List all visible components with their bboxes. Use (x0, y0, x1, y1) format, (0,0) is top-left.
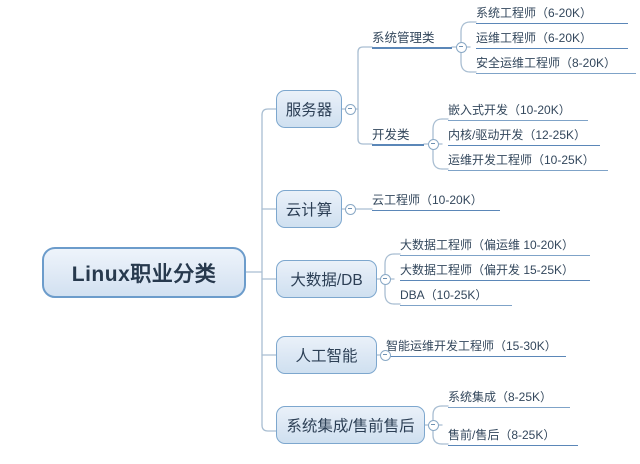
leaf-node[interactable]: 运维开发工程师（10-25K） (448, 152, 608, 171)
leaf-label: 运维开发工程师（10-25K） (448, 153, 595, 168)
leaf-node[interactable]: 内核/驱动开发（12-25K） (448, 127, 600, 146)
leaf-node[interactable]: 智能运维开发工程师（15-30K） (386, 338, 566, 357)
leaf-node[interactable]: 大数据工程师（偏运维 10-20K） (400, 237, 590, 256)
branch-label: 人工智能 (295, 348, 358, 365)
collapse-toggle-dev[interactable] (428, 139, 439, 150)
leaf-label: 售前/售后（8-25K） (448, 428, 556, 443)
leaf-node[interactable]: 大数据工程师（偏开发 15-25K） (400, 262, 590, 281)
root-node-label: Linux职业分类 (71, 262, 217, 286)
leaf-label: 内核/驱动开发（12-25K） (448, 128, 587, 143)
leaf-label: 云工程师（10-20K） (372, 193, 483, 208)
group-label: 开发类 (372, 127, 410, 142)
leaf-node[interactable]: 嵌入式开发（10-20K） (448, 102, 588, 121)
root-node[interactable]: Linux职业分类 (42, 247, 246, 298)
collapse-toggle-ai[interactable] (380, 350, 391, 361)
leaf-label: 大数据工程师（偏运维 10-20K） (400, 238, 575, 253)
leaf-label: 大数据工程师（偏开发 15-25K） (400, 263, 575, 278)
group-node-dev[interactable]: 开发类 (372, 127, 424, 146)
branch-node-cloud[interactable]: 云计算 (276, 190, 342, 228)
leaf-label: 安全运维工程师（8-20K） (476, 56, 617, 71)
leaf-label: 智能运维开发工程师（15-30K） (386, 339, 557, 354)
branch-label: 系统集成/售前售后 (286, 418, 415, 435)
leaf-node[interactable]: 云工程师（10-20K） (372, 192, 500, 211)
branch-label: 大数据/DB (290, 272, 363, 289)
leaf-node[interactable]: 售前/售后（8-25K） (448, 427, 578, 446)
collapse-toggle-cloud[interactable] (345, 204, 356, 215)
group-label: 系统管理类 (372, 30, 435, 45)
branch-label: 服务器 (285, 102, 333, 119)
collapse-toggle-server[interactable] (345, 104, 356, 115)
collapse-toggle-integration[interactable] (428, 420, 439, 431)
group-node-sysadmin[interactable]: 系统管理类 (372, 30, 452, 49)
branch-node-integration[interactable]: 系统集成/售前售后 (276, 406, 425, 444)
leaf-node[interactable]: 系统工程师（6-20K） (476, 5, 628, 24)
leaf-label: 运维工程师（6-20K） (476, 31, 593, 46)
branch-node-ai[interactable]: 人工智能 (276, 336, 377, 374)
leaf-label: 嵌入式开发（10-20K） (448, 103, 571, 118)
leaf-label: DBA（10-25K） (400, 288, 488, 303)
branch-node-bigdata[interactable]: 大数据/DB (276, 260, 377, 298)
collapse-toggle-bigdata[interactable] (380, 274, 391, 285)
collapse-toggle-sysadmin[interactable] (456, 42, 467, 53)
branch-node-server[interactable]: 服务器 (276, 90, 342, 128)
leaf-node[interactable]: 安全运维工程师（8-20K） (476, 55, 636, 74)
leaf-node[interactable]: 运维工程师（6-20K） (476, 30, 628, 49)
branch-label: 云计算 (285, 202, 333, 219)
leaf-node[interactable]: 系统集成（8-25K） (448, 389, 570, 408)
leaf-node[interactable]: DBA（10-25K） (400, 287, 512, 306)
leaf-label: 系统集成（8-25K） (448, 390, 553, 405)
leaf-label: 系统工程师（6-20K） (476, 6, 593, 21)
